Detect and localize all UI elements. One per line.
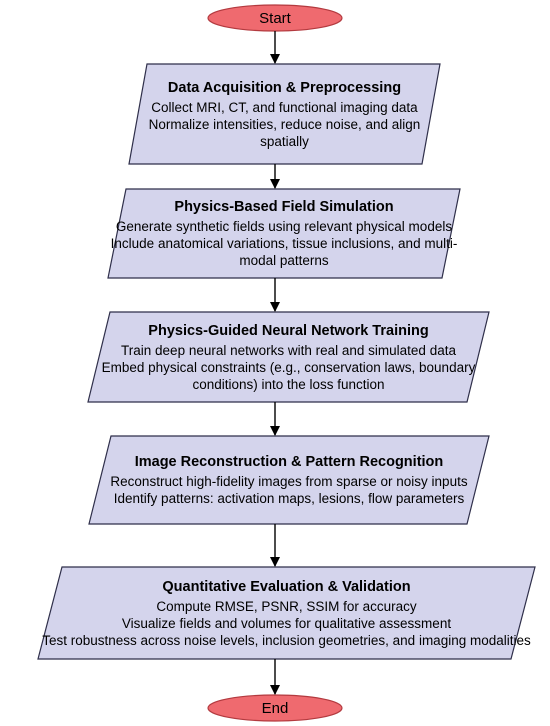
start-terminal-label: Start [259, 9, 291, 27]
step-title: Data Acquisition & Preprocessing [167, 79, 402, 96]
step-line: Include anatomical variations, tissue in… [110, 236, 458, 251]
step-line: Test robustness across noise levels, inc… [42, 632, 531, 648]
step-title: Physics-Based Field Simulation [174, 199, 394, 215]
step-line: Visualize fields and volumes for qualita… [121, 615, 452, 631]
step-title: Physics-Guided Neural Network Training [148, 322, 429, 339]
end-terminal-label: End [261, 699, 289, 717]
step-4: Image Reconstruction & Pattern Recogniti… [89, 436, 489, 524]
step-3-shape [87, 311, 490, 403]
step-line: modal patterns [239, 253, 329, 268]
step-line: Reconstruct high-fidelity images from sp… [110, 474, 468, 489]
step-line: Normalize intensities, reduce noise, and… [148, 116, 421, 132]
step-line: Generate synthetic fields using relevant… [115, 219, 453, 234]
step-line: Train deep neural networks with real and… [121, 342, 456, 358]
step-1-shape [128, 63, 441, 165]
step-line: Identify patterns: activation maps, lesi… [113, 491, 465, 506]
end-terminal-shape [207, 694, 343, 722]
step-title: Image Reconstruction & Pattern Recogniti… [134, 454, 444, 470]
step-line: Compute RMSE, PSNR, SSIM for accuracy [156, 598, 417, 614]
step-line: conditions) into the loss function [192, 376, 385, 392]
step-line: Collect MRI, CT, and functional imaging … [151, 99, 418, 115]
step-2-shape [107, 188, 461, 279]
step-line: Embed physical constraints (e.g., conser… [101, 359, 476, 375]
step-line: spatially [260, 133, 309, 149]
step-title: Quantitative Evaluation & Validation [162, 578, 411, 595]
step-4-shape [88, 435, 490, 525]
step-5-shape [37, 566, 536, 660]
